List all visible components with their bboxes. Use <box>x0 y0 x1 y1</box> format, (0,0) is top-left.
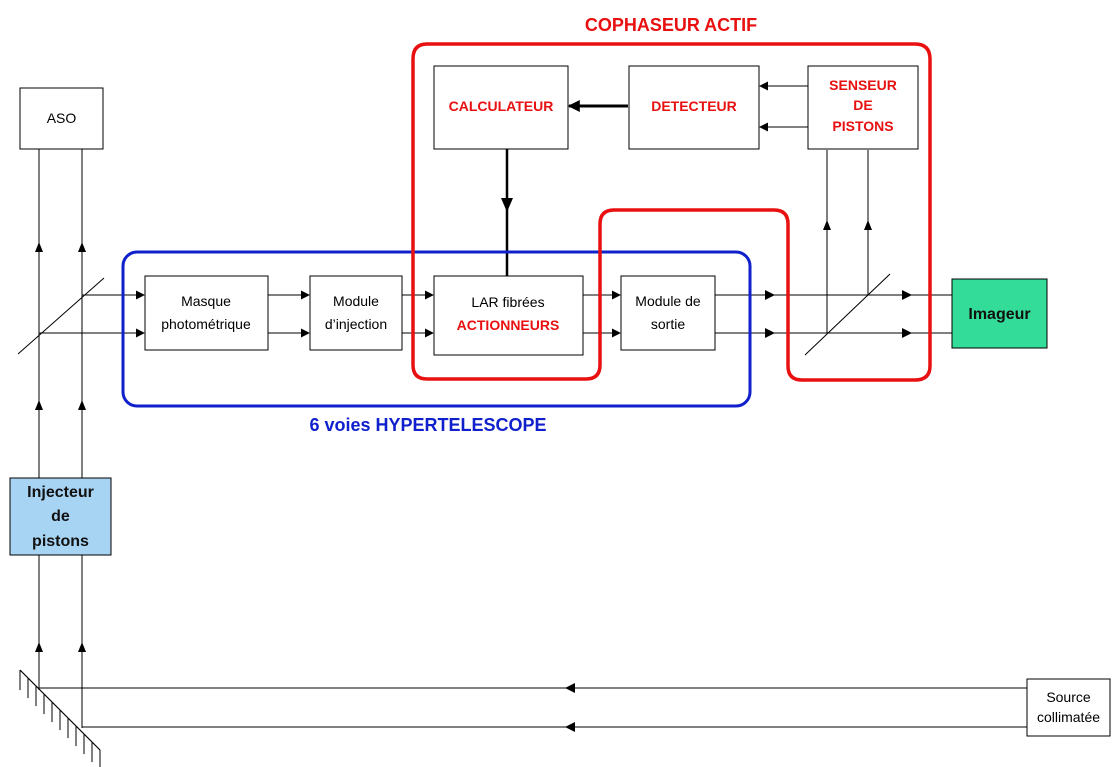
module-injection-box: Module d’injection <box>309 275 403 351</box>
left-beam-splitter <box>17 277 105 355</box>
sortie-label-line2: sortie <box>651 316 685 332</box>
source-beams <box>39 683 1027 732</box>
cophaseur-actif-title: COPHASEUR ACTIF <box>585 15 757 35</box>
senseur-label-line1: SENSEUR <box>829 77 897 93</box>
calculateur-label: CALCULATEUR <box>449 98 554 114</box>
mirror-hatched <box>19 669 101 767</box>
hypertelescope-title: 6 voies HYPERTELESCOPE <box>309 415 546 435</box>
injection-label-line2: d’injection <box>325 316 387 332</box>
senseur-label-line3: PISTONS <box>832 118 893 134</box>
right-beam-splitter <box>804 273 891 356</box>
module-sortie-box: Module de sortie <box>620 275 716 351</box>
horizontal-beams <box>39 290 952 338</box>
lar-fibrees-box: LAR fibrées ACTIONNEURS <box>433 275 584 356</box>
detecteur-box: DETECTEUR <box>628 65 760 150</box>
masque-photometrique-box: Masque photométrique <box>144 275 269 351</box>
masque-label-line2: photométrique <box>161 316 251 332</box>
senseur-feed-lines <box>823 150 872 333</box>
actionneurs-label: ACTIONNEURS <box>457 317 560 333</box>
senseur-de-pistons-box: SENSEUR DE PISTONS <box>807 65 919 150</box>
injecteur-label-line3: pistons <box>32 533 89 550</box>
aso-label: ASO <box>47 110 77 126</box>
source-label-line2: collimatée <box>1037 709 1100 725</box>
aso-box: ASO <box>19 87 104 150</box>
left-vertical-beams <box>35 149 86 728</box>
injecteur-de-pistons-box: Injecteur de pistons <box>9 477 112 556</box>
injecteur-label-line1: Injecteur <box>27 484 94 501</box>
calculateur-to-lar-arrow <box>501 149 513 276</box>
detecteur-label: DETECTEUR <box>651 98 737 114</box>
injection-label-line1: Module <box>333 293 379 309</box>
calculateur-box: CALCULATEUR <box>433 65 569 150</box>
source-collimatee-box: Source collimatée <box>1026 678 1111 737</box>
cophaseur-group-outline <box>411 42 932 382</box>
injecteur-label-line2: de <box>51 508 70 525</box>
imageur-box: Imageur <box>951 278 1048 349</box>
sortie-label-line1: Module de <box>635 293 701 309</box>
senseur-to-detecteur-arrows <box>759 81 808 132</box>
imageur-label: Imageur <box>968 306 1030 323</box>
lar-label-line1: LAR fibrées <box>471 294 544 310</box>
hypertelescope-group-outline <box>121 250 752 408</box>
masque-label-line1: Masque <box>181 293 231 309</box>
senseur-label-line2: DE <box>853 97 872 113</box>
source-label-line1: Source <box>1046 689 1091 705</box>
